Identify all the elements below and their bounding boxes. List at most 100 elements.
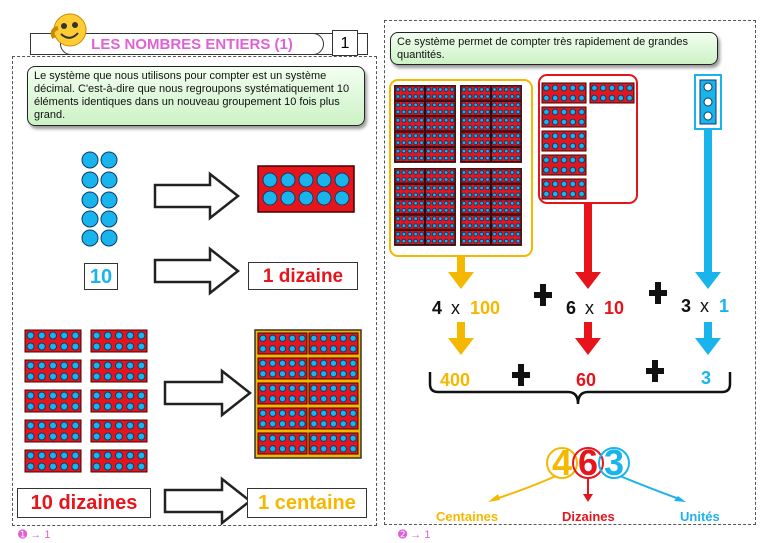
hundred-block	[254, 329, 362, 459]
ten-bar-small	[308, 407, 359, 430]
ten-bar-small	[24, 359, 82, 383]
ten-bar-small	[425, 230, 456, 246]
name-ones: Unités	[680, 509, 720, 524]
eq-tens-unit: 10	[604, 298, 625, 318]
ten-bar-small	[541, 130, 587, 152]
eq-ones-count: 3	[681, 296, 692, 316]
ten-bar-small	[541, 106, 587, 128]
ten-bar-small	[460, 100, 491, 116]
ten-bar-small	[24, 329, 82, 353]
eq-hundreds-count: 4	[432, 298, 443, 318]
ten-bar-small	[90, 359, 148, 383]
ten-bar-small	[394, 168, 425, 184]
ten-bar-small	[24, 419, 82, 443]
ten-bar-small	[90, 449, 148, 473]
ten-bar-small	[460, 85, 491, 101]
ten-dots-column	[81, 151, 118, 247]
ten-bar-small	[394, 100, 425, 116]
result-ones: 3	[701, 368, 712, 388]
digit-ones: 3	[604, 442, 625, 483]
ten-bar-small	[257, 357, 308, 380]
ten-bar-small	[308, 432, 359, 455]
ten-bar-small	[257, 382, 308, 405]
eq-times-3: x	[700, 296, 709, 316]
ten-bar-small	[24, 389, 82, 413]
name-tens: Dizaines	[562, 509, 615, 524]
eq-ones-unit: 1	[719, 296, 730, 316]
ten-bar-small	[308, 332, 359, 355]
ten-bar-small	[491, 199, 522, 215]
ten-bar-small	[425, 147, 456, 163]
ten-bar-small	[460, 199, 491, 215]
ten-bar-small	[460, 131, 491, 147]
ten-bar-small	[394, 183, 425, 199]
ten-bar-small	[460, 147, 491, 163]
right-intro-callout: Ce système permet de compter très rapide…	[390, 32, 718, 65]
ten-bar-small	[589, 82, 635, 104]
ten-bar-small	[308, 357, 359, 380]
ten-bar-small	[394, 230, 425, 246]
name-hundreds: Centaines	[436, 509, 499, 524]
ten-bar-small	[257, 432, 308, 455]
ten-bar-small	[257, 407, 308, 430]
ten-bar-small	[425, 199, 456, 215]
ten-bar-small	[460, 230, 491, 246]
label-ten-tens: 10 dizaines	[17, 488, 151, 518]
plus-signs	[512, 282, 667, 386]
ten-bar-small	[24, 449, 82, 473]
ten-bar-small	[460, 168, 491, 184]
page-number: 1	[332, 30, 358, 56]
eq-times-1: x	[451, 298, 460, 318]
ten-bar-small	[491, 116, 522, 132]
ten-bar	[257, 165, 355, 213]
ten-bar-small	[491, 147, 522, 163]
ten-bar-small	[460, 116, 491, 132]
ten-bar-small	[425, 214, 456, 230]
ten-bar-small	[308, 382, 359, 405]
ten-bar-small	[491, 100, 522, 116]
ten-bar-small	[394, 147, 425, 163]
curly-brace	[428, 372, 732, 405]
ten-bar-small	[491, 183, 522, 199]
digit-hundreds: 4	[552, 442, 573, 483]
ten-bar-small	[491, 85, 522, 101]
ten-bar-small	[541, 82, 587, 104]
ten-bar-small	[425, 131, 456, 147]
ten-bar-small	[394, 131, 425, 147]
down-arrows	[448, 129, 721, 355]
ten-bar-small	[425, 100, 456, 116]
ten-tens-group	[24, 329, 148, 473]
eq-times-2: x	[585, 298, 594, 318]
ten-bar-small	[425, 116, 456, 132]
label-one-ten: 1 dizaine	[248, 262, 358, 290]
eq-hundreds-unit: 100	[470, 298, 501, 318]
ten-bar-small	[394, 85, 425, 101]
ten-bar-small	[425, 85, 456, 101]
ten-bar-small	[541, 154, 587, 176]
intro-callout: Le système que nous utilisons pour compt…	[27, 66, 365, 126]
tens-group	[538, 74, 638, 204]
right-footer: ➋ → 1	[398, 529, 431, 541]
ten-bar-small	[491, 214, 522, 230]
ten-bar-small	[425, 168, 456, 184]
left-footer: ➊ → 1	[18, 529, 51, 541]
page-title: LES NOMBRES ENTIERS (1)	[60, 33, 324, 55]
ten-bar-small	[541, 178, 587, 200]
ten-bar-small	[90, 419, 148, 443]
ten-bar-small	[425, 183, 456, 199]
ten-bar-small	[394, 214, 425, 230]
ten-bar-small	[90, 389, 148, 413]
ten-bar-small	[90, 329, 148, 353]
ten-bar-small	[460, 183, 491, 199]
smiley-mascot-icon	[50, 13, 87, 47]
ten-bar-small	[491, 230, 522, 246]
hundreds-group	[389, 79, 533, 257]
right-illustrations	[389, 74, 732, 502]
ten-bar-small	[460, 214, 491, 230]
digit-tens: 6	[578, 442, 599, 483]
result-tens: 60	[576, 370, 597, 390]
ten-bar-small	[491, 131, 522, 147]
ten-bar-small	[394, 116, 425, 132]
ten-bar-small	[257, 332, 308, 355]
ten-bar-small	[394, 199, 425, 215]
